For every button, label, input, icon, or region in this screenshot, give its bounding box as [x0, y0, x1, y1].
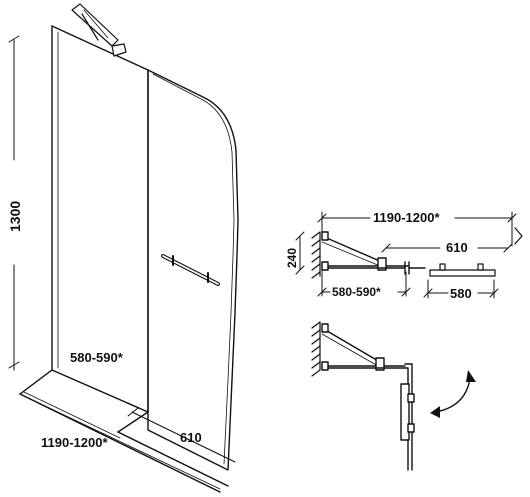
plan-handle-dimension [423, 279, 499, 299]
total-width-label: 1190-1200* [41, 435, 108, 450]
plan-depth-dimension [295, 231, 305, 275]
plan-view-open [311, 321, 476, 471]
door-handle [161, 254, 220, 286]
glass-width-dimension [127, 407, 236, 463]
plan-panel-dimension [317, 269, 411, 297]
rotate-arrow-icon [430, 370, 476, 418]
panel-width-label: 580-590* [70, 350, 124, 365]
open-glass-line [327, 363, 415, 471]
plan-glass-dimension [381, 243, 513, 253]
bath-outline [19, 369, 229, 493]
plan-view-closed: 1190-1200* 240 610 580-590* [285, 210, 523, 301]
plan-glass-width-label: 610 [446, 240, 468, 255]
plan-depth-label: 240 [285, 248, 299, 268]
plan-handle [429, 263, 496, 277]
height-label: 1300 [7, 201, 23, 232]
plan-total-dimension [317, 211, 517, 247]
open-support-arm [321, 323, 406, 371]
plan-handle-width-label: 580 [450, 286, 472, 301]
wall-hatch-2 [311, 321, 321, 377]
hinged-curved-glass-panel [147, 69, 239, 471]
plan-support-arm [321, 231, 409, 271]
chevron-right-icon [514, 227, 523, 245]
glass-width-label: 610 [180, 430, 202, 445]
plan-total-width-label: 1190-1200* [373, 210, 440, 225]
wall-support-arm [71, 3, 127, 57]
height-dimension [8, 35, 20, 371]
plan-glass-line [327, 261, 426, 275]
main-isometric-view: 1300 580-590* 610 1190-1200* [7, 3, 239, 493]
wall-hatch [311, 231, 321, 279]
plan-panel-width-label: 580-590* [332, 285, 381, 299]
